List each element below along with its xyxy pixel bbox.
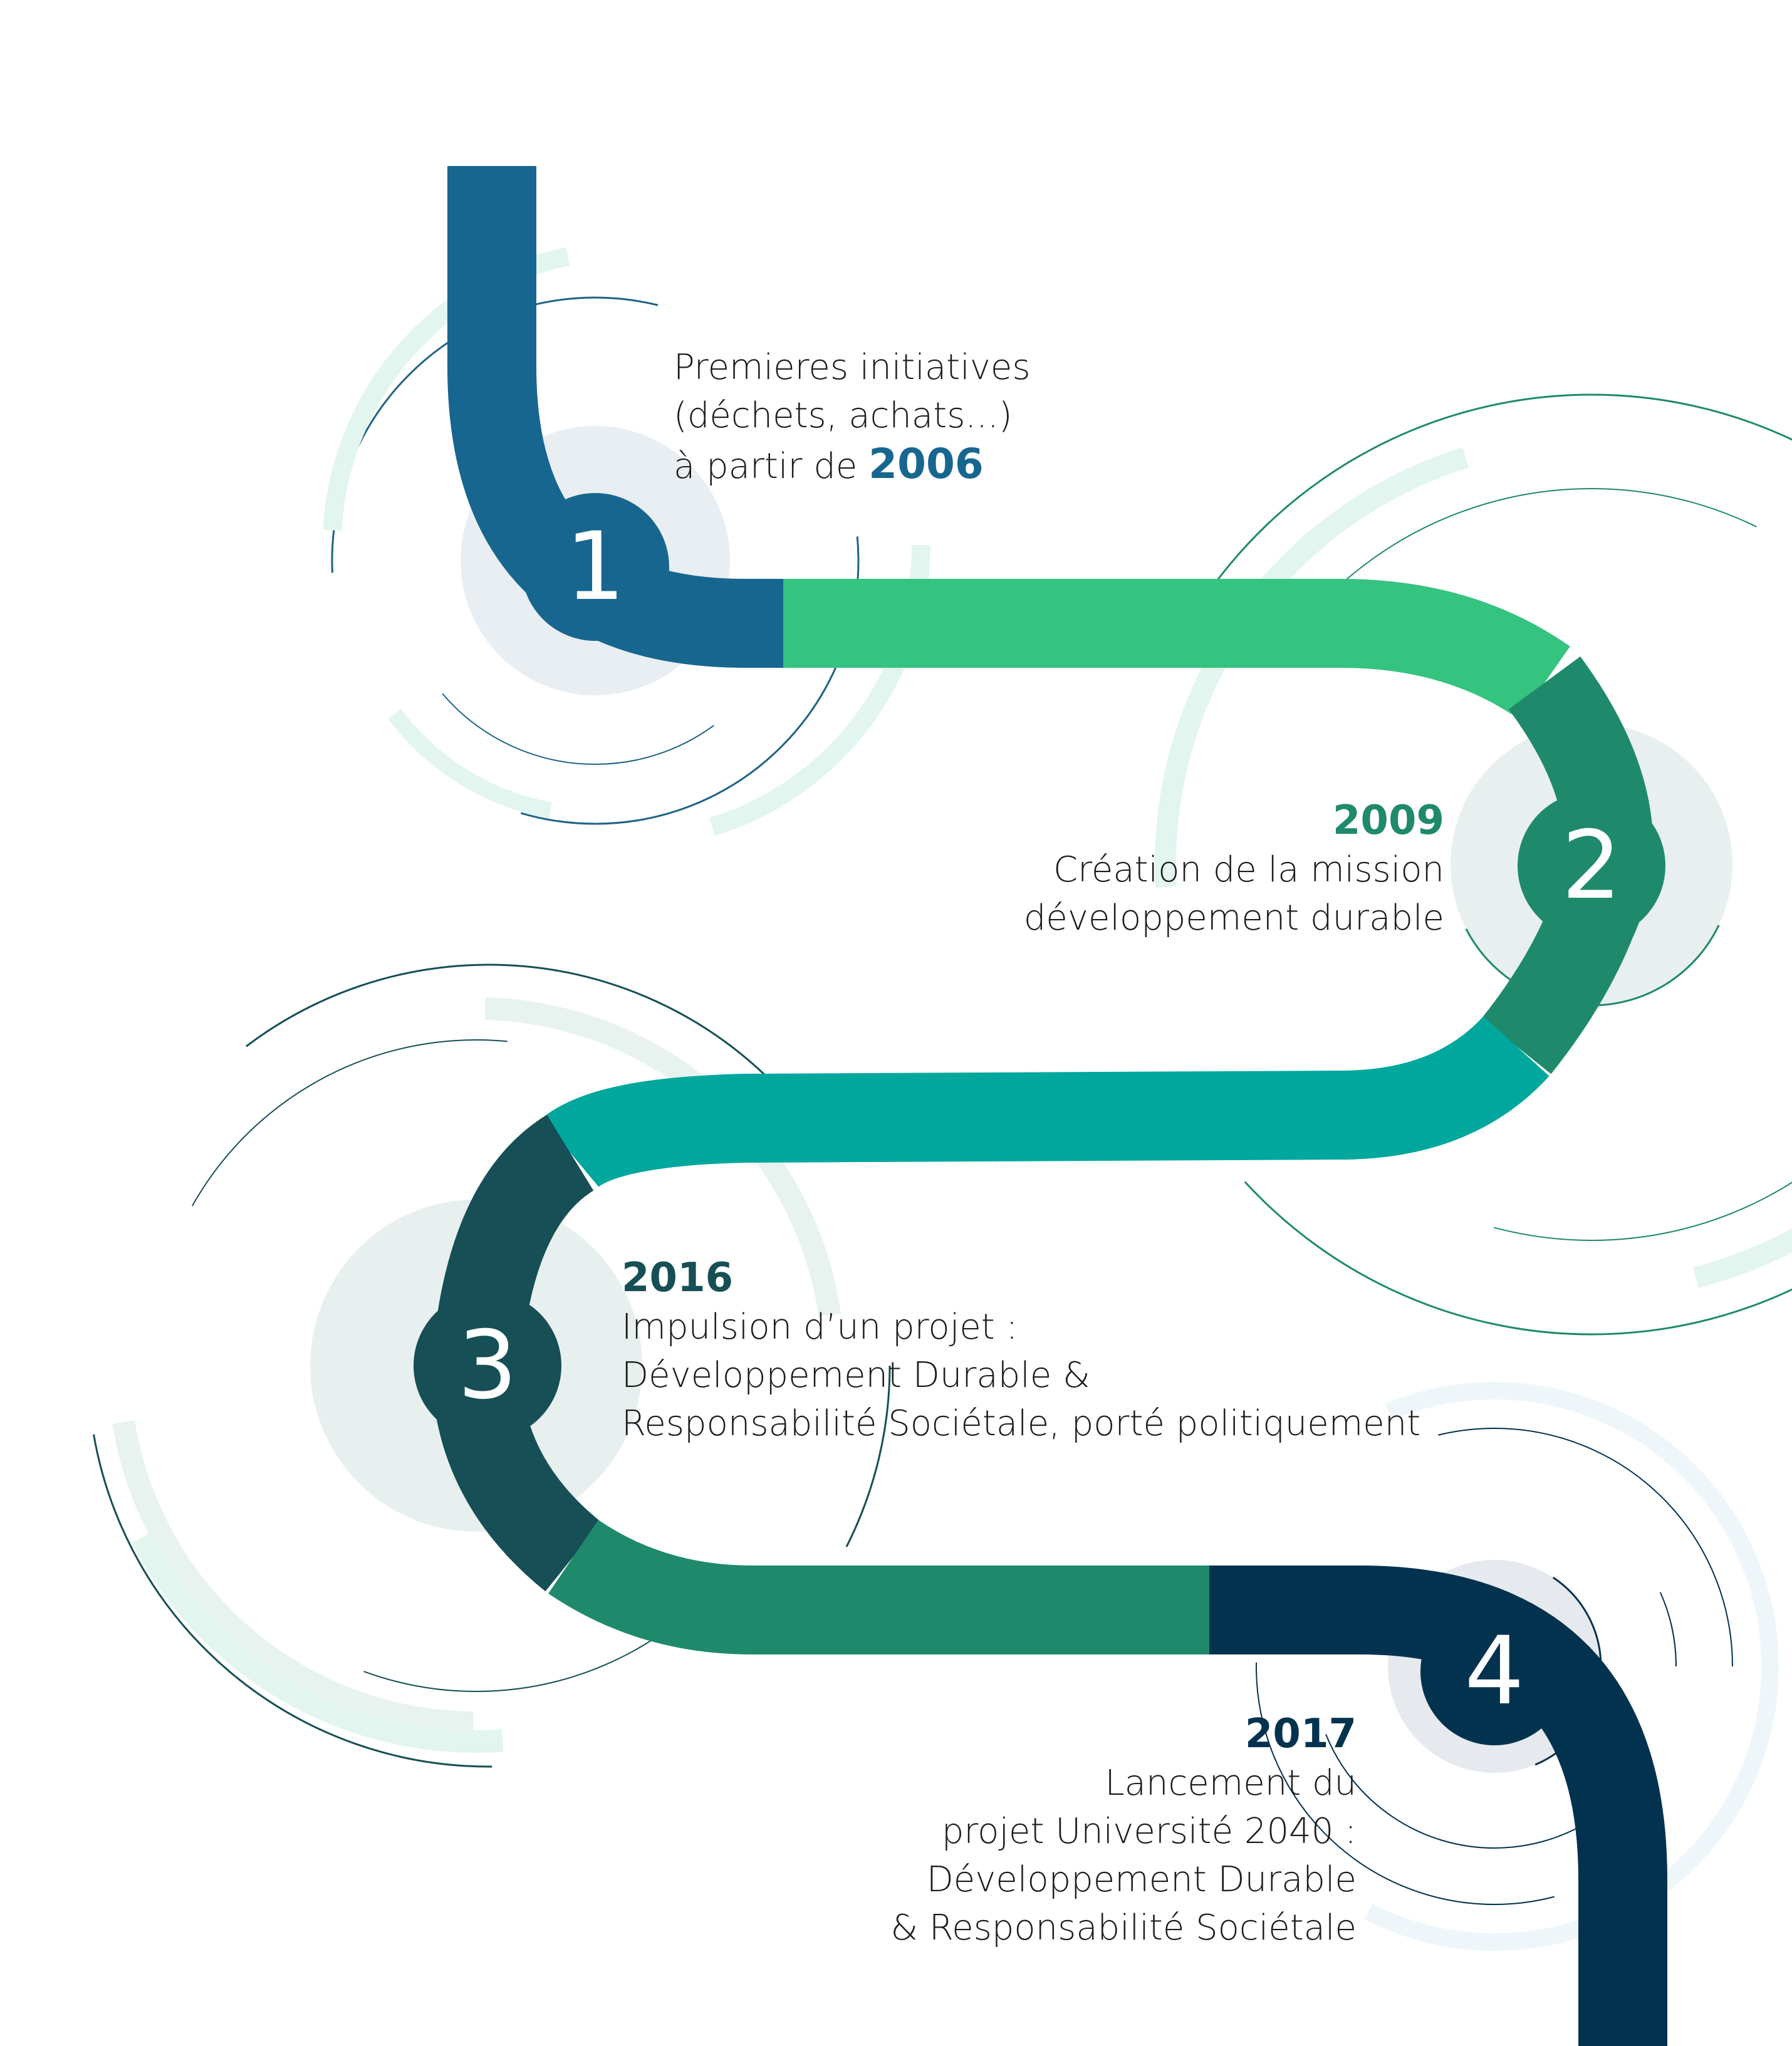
ring-1-outer bbox=[331, 296, 860, 825]
step-number-2: 2 bbox=[1561, 811, 1622, 920]
ring-4-mint bbox=[1210, 1382, 1779, 1951]
ring-2-inner bbox=[1215, 488, 1792, 1241]
step-4-text: 2017 Lancement du projet Université 2040… bbox=[890, 1709, 1357, 1952]
step-1-line-3-text: à partir de bbox=[674, 446, 858, 487]
ring-3-outer bbox=[86, 963, 891, 1768]
step-1-line-3: à partir de 2006 bbox=[674, 440, 1031, 491]
ring-2-outer bbox=[1120, 393, 1792, 1336]
step-2-year: 2009 bbox=[1332, 797, 1444, 844]
step-4-line-3: Développement Durable bbox=[926, 1859, 1357, 1900]
step-3-text: 2016 Impulsion d’un projet : Développeme… bbox=[622, 1253, 1420, 1448]
step-3-line-2: Développement Durable & bbox=[622, 1355, 1090, 1396]
step-2-line-2: développement durable bbox=[1023, 898, 1444, 938]
step-disc-2 bbox=[1518, 792, 1665, 940]
ring-4-inner bbox=[1312, 1484, 1677, 1849]
step-number-4: 4 bbox=[1464, 1617, 1524, 1726]
ring-4-outer bbox=[1256, 1428, 1733, 1905]
step-4-year: 2017 bbox=[1244, 1711, 1357, 1757]
step-1-line-2: (déchets, achats...) bbox=[674, 395, 1013, 436]
ring-1-mint bbox=[323, 241, 930, 849]
step-1-line-1: Premieres initiatives bbox=[674, 347, 1031, 388]
road-segment-teal bbox=[541, 1015, 1550, 1188]
road-segment-4-green bbox=[548, 1519, 1209, 1654]
ring-1-inner bbox=[394, 363, 796, 765]
ring-2-mint bbox=[1155, 428, 1792, 1301]
step-disc-3 bbox=[414, 1292, 561, 1440]
step-number-3: 3 bbox=[457, 1311, 518, 1420]
step-disc-4 bbox=[1420, 1597, 1568, 1745]
step-4-line-4: & Responsabilité Sociétale bbox=[890, 1908, 1357, 1948]
step-1-year: 2006 bbox=[868, 440, 984, 488]
ring-3-inner bbox=[150, 1039, 803, 1692]
step-3-line-1: Impulsion d’un projet : bbox=[622, 1307, 1018, 1348]
step-4-line-1: Lancement du bbox=[1105, 1763, 1357, 1804]
step-disc-1 bbox=[521, 493, 669, 641]
step-4-line-2: projet Université 2040 : bbox=[941, 1811, 1357, 1852]
step-2-text: 2009 Création de la mission développemen… bbox=[1024, 796, 1444, 942]
step-1-text: Premieres initiatives (déchets, achats..… bbox=[674, 343, 1031, 491]
ring-3-mint-low bbox=[89, 979, 863, 1753]
step-3-year: 2016 bbox=[622, 1255, 734, 1301]
step-3-line-3: Responsabilité Sociétale, porté politiqu… bbox=[622, 1403, 1421, 1444]
step-number-1: 1 bbox=[565, 512, 625, 621]
step-2-line-1: Création de la mission bbox=[1053, 849, 1444, 890]
road-segment-green bbox=[783, 579, 1570, 720]
